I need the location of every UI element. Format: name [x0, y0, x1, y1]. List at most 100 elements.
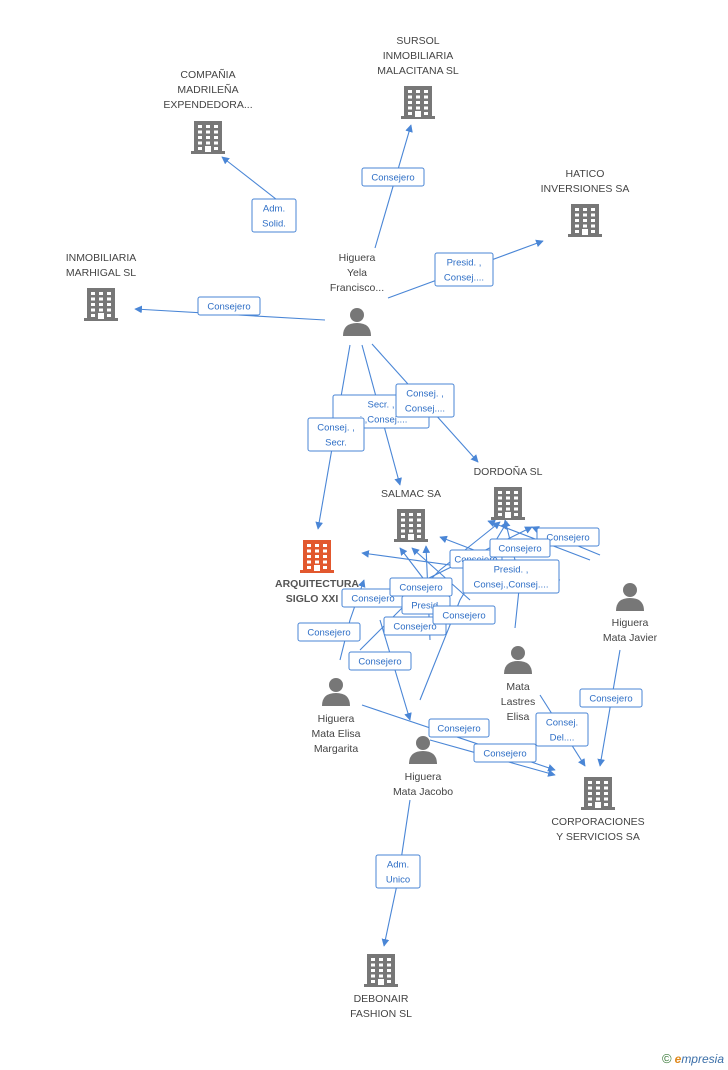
company-node-debonair[interactable]: DEBONAIR FASHION SL: [350, 954, 412, 1020]
relation-label-r23[interactable]: Adm. Unico: [375, 854, 421, 889]
node-label-line: Elisa: [507, 711, 530, 723]
person-icon: [504, 646, 532, 674]
node-label-line: DORDOÑA SL: [474, 465, 543, 478]
node-label-line: ARQUITECTURA: [275, 578, 359, 590]
relation-label-r17[interactable]: Consejero: [297, 622, 361, 642]
relation-label-text: Del....: [550, 733, 575, 744]
person-icon: [322, 678, 350, 706]
node-label-line: HATICO: [566, 168, 605, 180]
relation-label-text: Unico: [386, 875, 410, 886]
relation-label-r7[interactable]: Consej. , Secr.: [307, 417, 365, 452]
relation-label-r20[interactable]: Consej. Del....: [535, 712, 589, 747]
relation-label-text: Consejero: [207, 302, 250, 313]
relation-label-text: Consej.,Consej....: [474, 580, 549, 591]
building-icon: [84, 288, 118, 321]
relation-label-r1[interactable]: Adm. Solid.: [251, 198, 297, 233]
relation-label-text: Consejero: [307, 628, 350, 639]
relation-label-text: Consej. ,: [406, 389, 444, 400]
watermark: ©empresia: [662, 1051, 724, 1066]
relation-label-text: Secr.: [325, 438, 347, 449]
node-label-line: DEBONAIR: [354, 993, 409, 1005]
building-icon: [300, 540, 334, 573]
relation-label-text: Consejero: [371, 173, 414, 184]
copyright-symbol: ©: [662, 1051, 672, 1066]
relation-label-text: Presid.: [411, 601, 441, 612]
node-label-line: CORPORACIONES: [551, 816, 644, 828]
company-node-hatico[interactable]: HATICO INVERSIONES SA: [541, 168, 630, 237]
node-label-line: SIGLO XXI S: [286, 593, 348, 605]
node-label-line: INVERSIONES SA: [541, 183, 630, 195]
relation-label-text: Consejero: [399, 583, 442, 594]
company-node-arquitectura[interactable]: ARQUITECTURA SIGLO XXI S: [275, 540, 359, 605]
person-icon: [616, 583, 644, 611]
building-icon: [581, 777, 615, 810]
building-icon: [401, 86, 435, 119]
relation-label-r2[interactable]: Consejero: [361, 167, 425, 187]
relation-label-text: Consejero: [442, 611, 485, 622]
relation-label-text: Consej.: [546, 718, 578, 729]
relation-label-text: Consejero: [483, 749, 526, 760]
relation-label-text: Consej. ,: [317, 423, 355, 434]
brand-name: mpresia: [681, 1052, 724, 1066]
node-label-line: Y SERVICIOS SA: [556, 831, 640, 843]
node-label-line: Mata Javier: [603, 632, 658, 644]
relation-label-r4[interactable]: Consejero: [197, 296, 261, 316]
relation-label-text: Adm.: [263, 204, 285, 215]
node-label-line: Higuera: [612, 617, 649, 629]
relation-label-text: Consejero: [546, 533, 589, 544]
company-node-salmac[interactable]: SALMAC SA: [381, 488, 441, 542]
relation-label-r18[interactable]: Consejero: [348, 651, 412, 671]
node-label-line: COMPAÑIA: [180, 68, 235, 81]
person-icon: [343, 308, 371, 336]
building-icon: [568, 204, 602, 237]
relation-label-text: Consejero: [393, 622, 436, 633]
company-node-marhigal[interactable]: INMOBILIARIA MARHIGAL SL: [66, 252, 137, 321]
relation-label-r10[interactable]: Consejero: [489, 538, 551, 558]
relation-label-r22[interactable]: Consejero: [473, 743, 537, 763]
relation-label-text: Adm.: [387, 860, 409, 871]
company-node-corporaciones[interactable]: CORPORACIONES Y SERVICIOS SA: [551, 777, 645, 843]
relation-label-text: Solid.: [262, 219, 286, 230]
node-label-line: Francisco...: [330, 282, 384, 294]
relation-label-r19[interactable]: Consejero: [428, 718, 490, 738]
relation-label-text: Consejero: [358, 657, 401, 668]
relation-label-r13[interactable]: Consejero: [389, 577, 453, 597]
node-label-line: Higuera: [339, 252, 376, 264]
node-label-line: FASHION SL: [350, 1008, 412, 1020]
relation-label-text: Consej....: [444, 273, 484, 284]
relation-label-r21[interactable]: Consejero: [579, 688, 643, 708]
relation-label-r6[interactable]: Consej. , Consej....: [395, 383, 455, 418]
relation-label-r15[interactable]: Consejero: [383, 616, 447, 636]
relation-label-r8[interactable]: Consejero: [536, 527, 600, 547]
node-label-line: INMOBILIARIA: [383, 50, 454, 62]
relation-label-text: Consejero: [351, 594, 394, 605]
relation-label-text: Presid. ,: [447, 258, 482, 269]
relation-label-text: Consej....: [405, 404, 445, 415]
relation-label-text: Consejero: [498, 544, 541, 555]
person-node-francisco[interactable]: HigueraYelaFrancisco...: [330, 252, 384, 336]
relation-label-r11[interactable]: Presid. ,Consej.,Consej....: [462, 559, 560, 594]
node-label-line: INMOBILIARIA: [66, 252, 137, 264]
node-label-line: Yela: [347, 267, 367, 279]
company-node-dordona[interactable]: DORDOÑA SL: [474, 465, 543, 520]
person-icon: [409, 736, 437, 764]
node-label-line: MARHIGAL SL: [66, 267, 136, 279]
building-icon: [394, 509, 428, 542]
node-label-line: Margarita: [314, 743, 359, 755]
node-label-line: Mata Jacobo: [393, 786, 453, 798]
building-icon: [364, 954, 398, 987]
relation-label-r3[interactable]: Presid. , Consej....: [434, 252, 494, 287]
relation-label-r16[interactable]: Consejero: [432, 605, 496, 625]
company-node-compania[interactable]: COMPAÑIAMADRILEÑAEXPENDEDORA...: [163, 68, 253, 154]
building-icon: [491, 487, 525, 520]
relation-edge: [597, 649, 621, 767]
node-label-line: Lastres: [501, 696, 535, 708]
